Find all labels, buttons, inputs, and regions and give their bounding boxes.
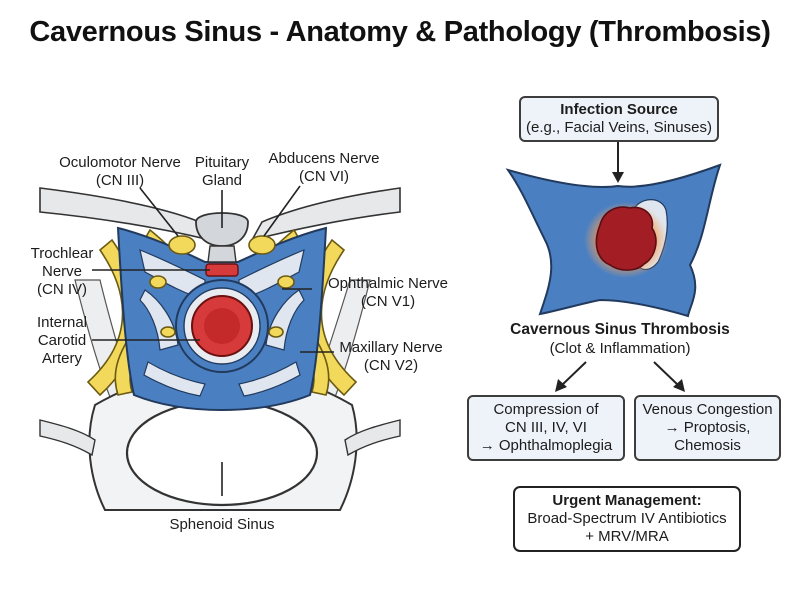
- thrombosis-detail: (Clot & Inflammation): [549, 340, 691, 357]
- infection-source-detail: (e.g., Facial Veins, Sinuses): [526, 119, 712, 136]
- congestion-box: Venous Congestion → Proptosis, Chemosis: [634, 395, 781, 461]
- urgent-management-box: Urgent Management: Broad-Spectrum IV Ant…: [513, 486, 741, 552]
- thrombosis-heading: Cavernous Sinus Thrombosis: [510, 321, 730, 338]
- leader-lines: [92, 185, 334, 496]
- urgent-management-heading: Urgent Management:: [552, 492, 702, 509]
- thrombosis-caption: Cavernous Sinus Thrombosis (Clot & Infla…: [500, 320, 740, 358]
- label-ophthalmic-nerve: Ophthalmic Nerve (CN V1): [327, 275, 449, 310]
- label-oculomotor-nerve: Oculomotor Nerve (CN III): [59, 154, 181, 189]
- infection-source-heading: Infection Source: [560, 101, 678, 118]
- internal-carotid-artery: [175, 279, 269, 373]
- label-internal-carotid-artery: Internal Carotid Artery: [36, 314, 88, 367]
- label-maxillary-nerve: Maxillary Nerve (CN V2): [339, 339, 443, 374]
- label-sphenoid-sinus: Sphenoid Sinus: [169, 516, 275, 533]
- label-trochlear-nerve: Trochlear Nerve (CN IV): [30, 245, 94, 298]
- arrow-to-compression: [561, 361, 587, 386]
- arrow-to-congestion: [653, 361, 679, 386]
- label-abducens-nerve: Abducens Nerve (CN VI): [268, 150, 380, 185]
- compression-box: Compression of CN III, IV, VI → Ophthalm…: [467, 395, 625, 461]
- pituitary-gland: [195, 212, 249, 277]
- label-pituitary-gland: Pituitary Gland: [194, 154, 250, 189]
- infection-source-box: Infection Source (e.g., Facial Veins, Si…: [519, 96, 719, 142]
- page-title: Cavernous Sinus - Anatomy & Pathology (T…: [29, 16, 771, 48]
- thrombosed-sinus: [505, 163, 722, 318]
- nerve-bundles-top: [149, 235, 295, 338]
